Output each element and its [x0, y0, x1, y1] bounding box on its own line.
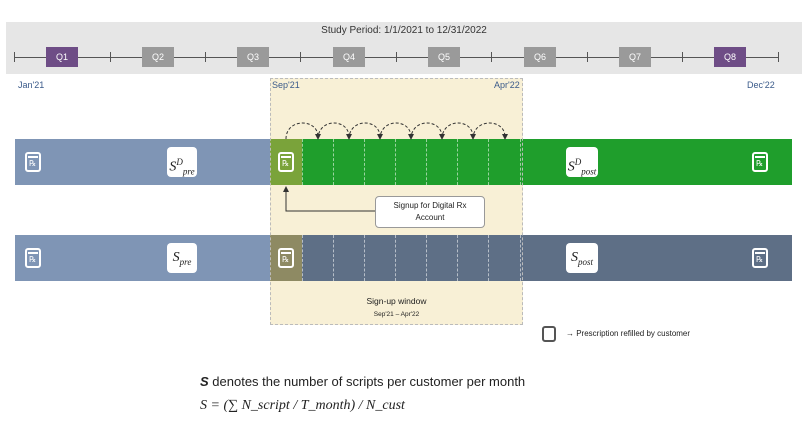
timeline-tick	[491, 52, 492, 62]
timeline-tick	[110, 52, 111, 62]
digital-post-segment	[302, 139, 792, 185]
refill-divider	[457, 235, 458, 281]
label-s-pre-control: Spre	[167, 243, 197, 273]
label-s-pre-digital: SDpre	[167, 147, 197, 177]
signup-window-title: Sign-up window	[366, 296, 427, 306]
definition-text: S denotes the number of scripts per cust…	[200, 374, 526, 389]
date-signup-end: Apr'22	[494, 80, 520, 90]
prescription-icon	[752, 152, 768, 172]
quarter-q4: Q4	[333, 47, 365, 67]
quarter-q7: Q7	[619, 47, 651, 67]
prescription-icon	[25, 152, 41, 172]
prescription-icon	[278, 152, 294, 172]
refill-divider	[426, 139, 427, 185]
digital-pre-segment	[15, 139, 270, 185]
formula: S = (∑ N_script / T_month) / N_cust	[200, 398, 405, 413]
legend-text: → Prescription refilled by customer	[566, 329, 691, 338]
control-customer-bar: Spre Spost	[15, 235, 792, 281]
control-post-segment	[302, 235, 792, 281]
refill-divider	[302, 235, 303, 281]
prescription-icon	[278, 248, 294, 268]
quarter-q3: Q3	[237, 47, 269, 67]
refill-divider	[488, 139, 489, 185]
refill-divider	[364, 235, 365, 281]
timeline-tick	[682, 52, 683, 62]
prescription-icon	[752, 248, 768, 268]
signup-window-outline	[270, 78, 523, 325]
study-period-band	[6, 22, 802, 74]
refill-divider	[333, 139, 334, 185]
refill-divider	[395, 139, 396, 185]
refill-divider	[302, 139, 303, 185]
timeline-tick	[300, 52, 301, 62]
quarter-q5: Q5	[428, 47, 460, 67]
date-end: Dec'22	[747, 80, 775, 90]
callout-line-1: Signup for Digital Rx	[393, 201, 467, 210]
callout-line-2: Account	[415, 213, 445, 222]
refill-divider	[333, 235, 334, 281]
quarter-q8: Q8	[714, 47, 746, 67]
quarter-q2: Q2	[142, 47, 174, 67]
refill-arc	[348, 122, 383, 140]
quarter-q6: Q6	[524, 47, 556, 67]
refill-divider	[457, 139, 458, 185]
quarter-q1: Q1	[46, 47, 78, 67]
refill-divider	[520, 235, 521, 281]
study-period-title: Study Period: 1/1/2021 to 12/31/2022	[321, 25, 487, 36]
refill-divider	[426, 235, 427, 281]
refill-arc	[441, 122, 476, 140]
prescription-legend-icon	[542, 326, 556, 342]
prescription-icon	[25, 248, 41, 268]
date-start: Jan'21	[18, 80, 45, 90]
refill-arc	[410, 122, 445, 140]
date-signup-start: Sep'21	[272, 80, 300, 90]
refill-arc	[285, 122, 321, 140]
refill-arc	[317, 122, 352, 140]
control-pre-segment	[15, 235, 270, 281]
label-s-post-control: Spost	[566, 243, 598, 273]
signup-callout: Signup for Digital Rx Account	[375, 196, 485, 228]
refill-arc	[472, 122, 508, 140]
timeline-tick	[396, 52, 397, 62]
refill-divider	[395, 235, 396, 281]
timeline-tick	[587, 52, 588, 62]
label-s-post-digital: SDpost	[566, 147, 598, 177]
timeline-tick	[14, 52, 15, 62]
signup-window-range: Sep'21 – Apr'22	[373, 311, 420, 318]
signup-arrow	[283, 186, 375, 212]
digital-customer-bar: SDpre SDpost	[15, 139, 792, 185]
timeline-tick	[205, 52, 206, 62]
refill-divider	[364, 139, 365, 185]
refill-divider	[520, 139, 521, 185]
refill-divider	[488, 235, 489, 281]
refill-arc	[379, 122, 414, 140]
timeline-tick	[778, 52, 779, 62]
